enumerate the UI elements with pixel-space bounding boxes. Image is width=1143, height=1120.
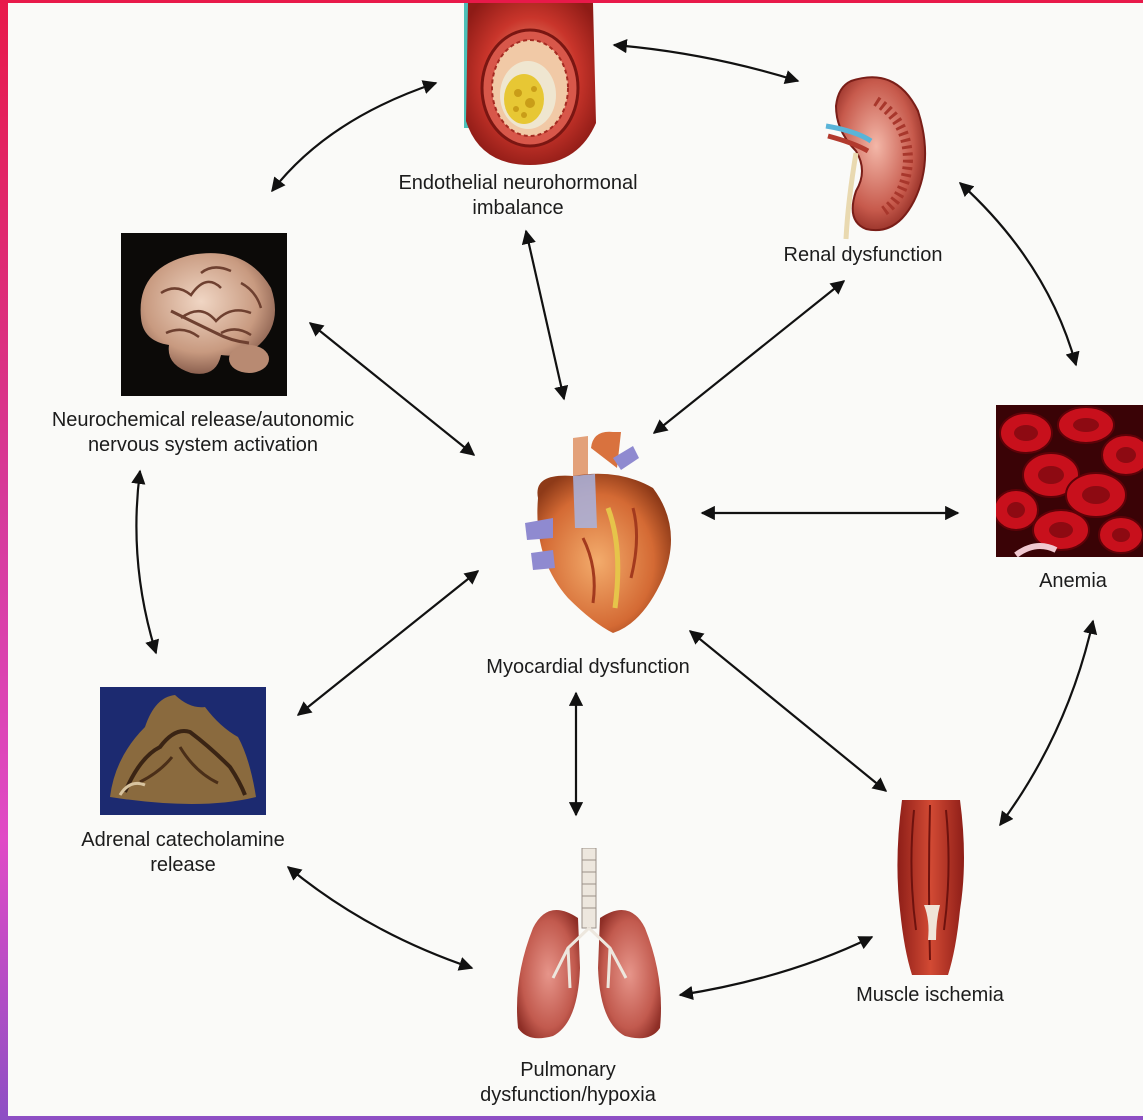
diagram-canvas: Endothelial neurohormonal imbalance Rena… bbox=[8, 3, 1143, 1116]
arrow-renal-anemia bbox=[960, 183, 1076, 365]
arrow-adrenal-neuro bbox=[136, 471, 156, 653]
arrow-layer bbox=[8, 3, 1143, 1116]
label-endothelial-line2: imbalance bbox=[368, 196, 668, 221]
label-adrenal-line2: release bbox=[38, 853, 328, 878]
label-pulmonary: Pulmonary dysfunction/hypoxia bbox=[438, 1058, 698, 1108]
label-anemia: Anemia bbox=[1008, 569, 1138, 594]
label-neuro: Neurochemical release/autonomic nervous … bbox=[8, 408, 398, 458]
arrow-anemia-muscle bbox=[1000, 621, 1093, 825]
arrow-lungs-adrenal bbox=[288, 867, 472, 968]
label-adrenal-line1: Adrenal catecholamine bbox=[38, 828, 328, 853]
arrow-adrenal-heart bbox=[298, 571, 478, 715]
label-pulmonary-line2: dysfunction/hypoxia bbox=[438, 1083, 698, 1108]
label-myocardial: Myocardial dysfunction bbox=[438, 655, 738, 680]
label-adrenal: Adrenal catecholamine release bbox=[38, 828, 328, 878]
label-endothelial: Endothelial neurohormonal imbalance bbox=[368, 171, 668, 221]
label-renal: Renal dysfunction bbox=[748, 243, 978, 268]
label-endothelial-line1: Endothelial neurohormonal bbox=[368, 171, 668, 196]
arrow-endothelial-renal bbox=[614, 45, 798, 81]
label-pulmonary-line1: Pulmonary bbox=[438, 1058, 698, 1083]
label-neuro-line2: nervous system activation bbox=[8, 433, 398, 458]
label-muscle: Muscle ischemia bbox=[820, 983, 1040, 1008]
arrow-endothelial-heart bbox=[526, 231, 564, 399]
label-neuro-line1: Neurochemical release/autonomic bbox=[8, 408, 398, 433]
arrow-renal-heart bbox=[654, 281, 844, 433]
